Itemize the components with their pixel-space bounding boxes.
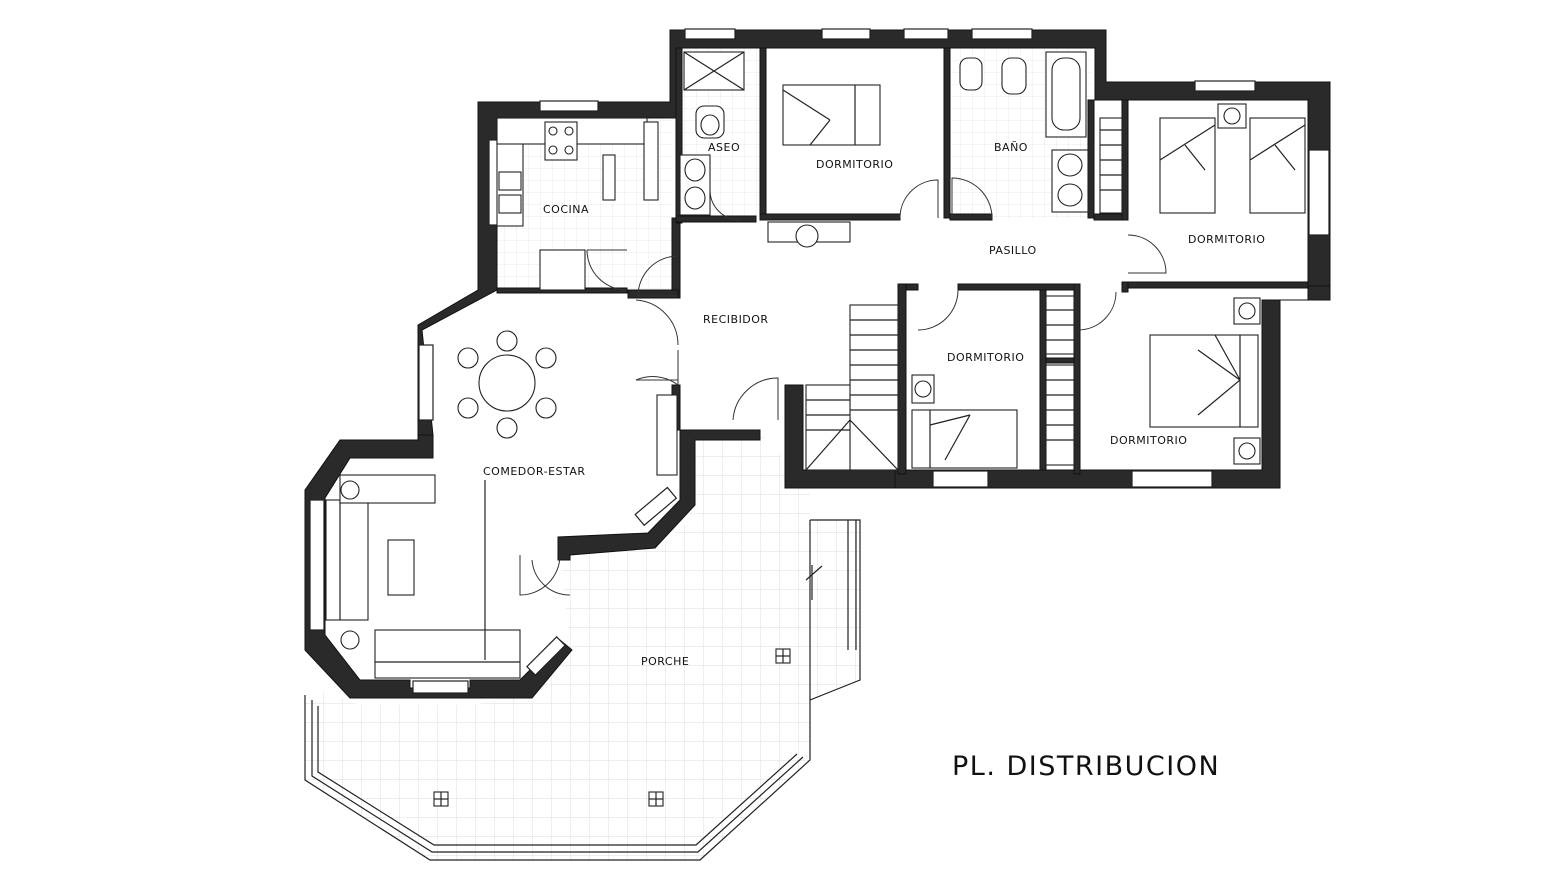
interior-walls	[496, 47, 1309, 475]
living-furniture	[325, 474, 521, 679]
bedroom-4-furniture	[1149, 297, 1261, 465]
staircase	[805, 304, 899, 471]
room-label-dormitorio-3: DORMITORIO	[947, 351, 1024, 364]
column-marker	[805, 565, 823, 600]
dining-furniture	[457, 330, 678, 476]
bedroom-1-furniture	[767, 84, 881, 248]
door-swings	[519, 177, 1167, 596]
room-label-dormitorio-4: DORMITORIO	[1110, 434, 1187, 447]
room-label-bano: BAÑO	[994, 141, 1028, 154]
room-label-comedor-estar: COMEDOR-ESTAR	[483, 465, 586, 478]
room-label-cocina: COCINA	[543, 203, 589, 216]
room-label-recibidor: RECIBIDOR	[703, 313, 769, 326]
bedroom-3-furniture	[911, 295, 1075, 469]
kitchen-furniture	[496, 117, 659, 291]
windows	[309, 28, 1330, 694]
room-label-pasillo: PASILLO	[989, 244, 1037, 257]
column-marker	[433, 791, 449, 807]
bedroom-2-furniture	[1099, 103, 1306, 214]
room-label-porche: PORCHE	[641, 655, 689, 668]
aseo-furniture	[679, 51, 745, 216]
column-marker	[775, 648, 791, 664]
porch-floor	[304, 432, 861, 861]
plan-title: PL. DISTRIBUCION	[952, 751, 1220, 782]
room-label-dormitorio-1: DORMITORIO	[816, 158, 893, 171]
room-label-aseo: ASEO	[708, 141, 740, 154]
exterior-walls	[304, 29, 1331, 699]
bano-furniture	[959, 51, 1089, 213]
room-label-dormitorio-2: DORMITORIO	[1188, 233, 1265, 246]
column-marker	[648, 791, 664, 807]
